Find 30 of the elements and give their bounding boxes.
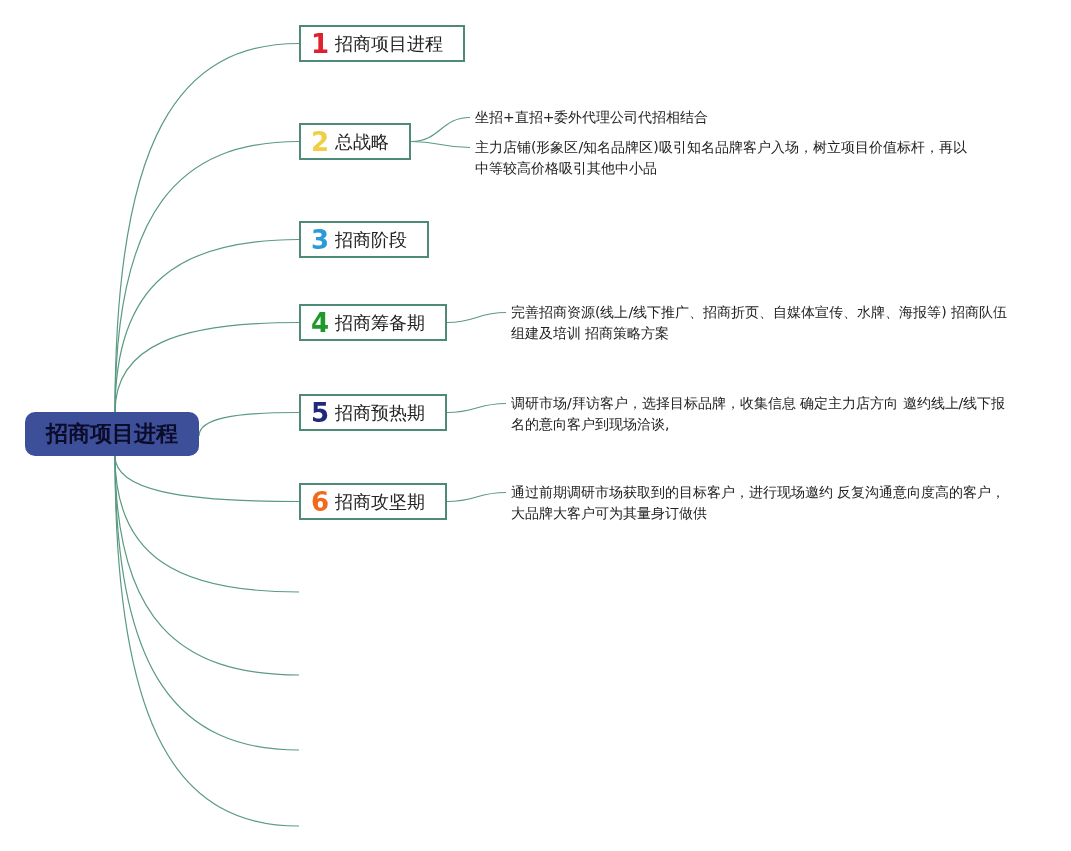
topic-label: 总战略 xyxy=(335,129,390,154)
topic-label: 招商筹备期 xyxy=(335,310,426,335)
topic-label: 招商攻坚期 xyxy=(335,489,426,514)
topic-label: 招商预热期 xyxy=(335,400,426,425)
branch-line xyxy=(410,140,471,149)
topic-box xyxy=(299,221,429,258)
topic-label: 招商项目进程 xyxy=(335,31,444,56)
branch-line xyxy=(114,455,300,827)
step-number: 3 xyxy=(311,226,330,253)
topic-box xyxy=(299,394,447,431)
topic-box xyxy=(299,25,465,62)
step-number: 4 xyxy=(311,309,330,336)
step-number: 1 xyxy=(311,30,330,57)
note-text: 调研市场/拜访客户，选择目标品牌，收集信息 确定主力店方向 邀约线上/线下报名的意向客户到现场洽谈, xyxy=(511,393,1011,435)
step-number: 2 xyxy=(311,128,330,155)
branch-line xyxy=(114,321,300,413)
branch-line xyxy=(446,491,507,503)
note-text: 主力店铺(形象区/知名品牌区)吸引知名品牌客户入场，树立项目价值标杆，再以中等较高价格吸引其他中小品 xyxy=(475,137,975,179)
topic-box xyxy=(299,123,411,160)
root-topic-box: 招商项目进程 xyxy=(25,412,199,456)
step-number: 6 xyxy=(311,488,330,515)
topic-label: 招商阶段 xyxy=(335,227,408,252)
branch-line xyxy=(446,311,507,324)
step-number: 5 xyxy=(311,399,330,426)
topic-box xyxy=(299,304,447,341)
topic-box xyxy=(299,483,447,520)
branch-line xyxy=(446,402,507,414)
note-text: 坐招+直招+委外代理公司代招相结合 xyxy=(475,107,875,128)
note-text: 通过前期调研市场获取到的目标客户，进行现场邀约 反复沟通意向度高的客户，大品牌大客户可为其量身订做供 xyxy=(511,482,1011,524)
note-text: 完善招商资源(线上/线下推广、招商折页、自媒体宣传、水牌、海报等) 招商队伍组建及培训 招商策略方案 xyxy=(511,302,1011,344)
